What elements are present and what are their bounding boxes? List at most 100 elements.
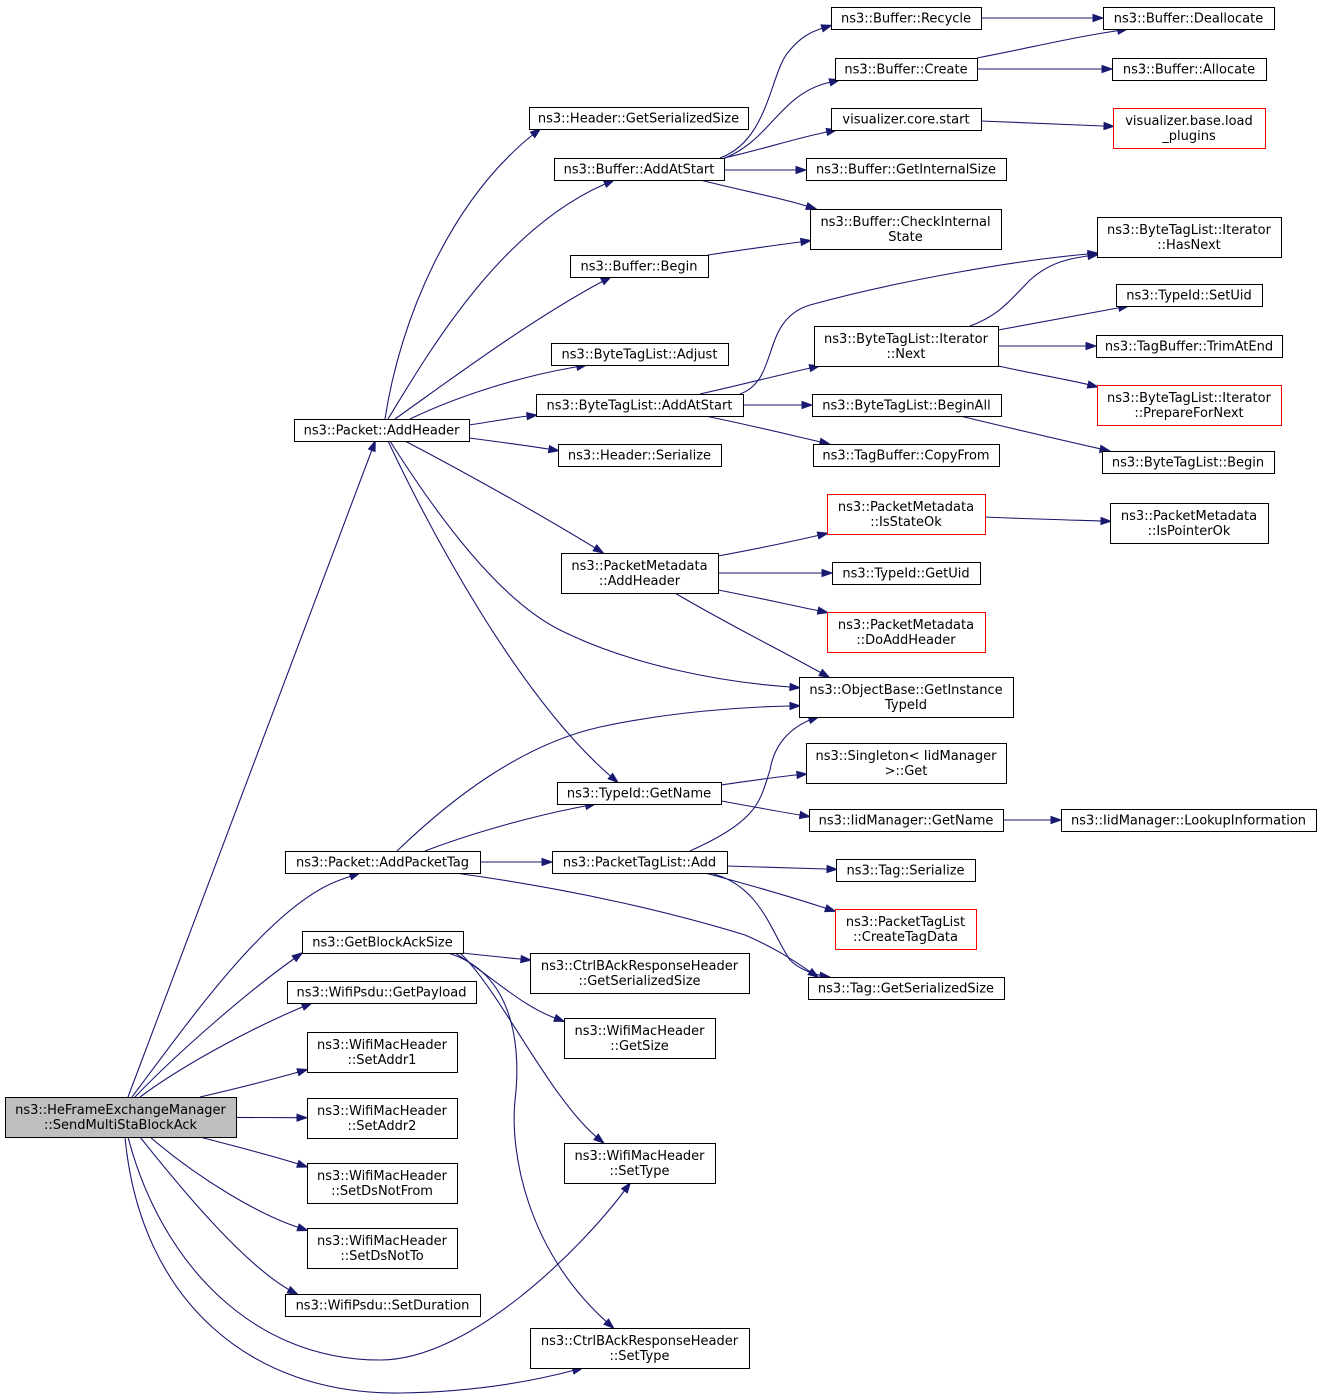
node-label-line: >::Get [885,764,928,779]
node-ns3-packetmetadata-ispointerok[interactable]: ns3::PacketMetadata::IsPointerOk [1110,503,1269,544]
node-ns3-packettaglist-add[interactable]: ns3::PacketTagList::Add [552,851,728,874]
node-label-line: ::PrepareForNext [1134,406,1243,421]
node-ns3-wifimacheader-setdsnotto[interactable]: ns3::WifiMacHeader::SetDsNotTo [307,1228,458,1269]
node-ns3-wifimacheader-settype[interactable]: ns3::WifiMacHeader::SetType [564,1143,716,1184]
node-ns3-buffer-begin[interactable]: ns3::Buffer::Begin [570,255,709,278]
node-box [551,343,729,366]
node-ns3-buffer-addatstart[interactable]: ns3::Buffer::AddAtStart [554,158,725,181]
node-ns3-wifimacheader-getsize[interactable]: ns3::WifiMacHeader::GetSize [564,1018,716,1059]
node-ns3-buffer-create[interactable]: ns3::Buffer::Create [835,58,978,81]
node-ns3-tagbuffer-trimatend[interactable]: ns3::TagBuffer::TrimAtEnd [1096,335,1283,358]
node-box [285,851,481,874]
node-ns3-packet-addpackettag[interactable]: ns3::Packet::AddPacketTag [285,851,481,874]
node-ns3-bytetaglist-addatstart[interactable]: ns3::ByteTagList::AddAtStart [536,394,744,417]
node-ns3-iidmanager-lookupinformation[interactable]: ns3::IidManager::LookupInformation [1061,809,1317,832]
node-ns3-tag-getserializedsize[interactable]: ns3::Tag::GetSerializedSize [808,977,1005,1000]
node-ns3-header-getserializedsize[interactable]: ns3::Header::GetSerializedSize [529,107,749,130]
node-ns3-bytetaglist-iterator-hasnext[interactable]: ns3::ByteTagList::Iterator::HasNext [1097,217,1282,258]
node-ns3-ctrlbackresponseheader-getserializedsize[interactable]: ns3::CtrlBAckResponseHeader::GetSerializ… [530,953,750,994]
node-label-line: ns3::PacketMetadata [838,618,974,633]
node-visualizer-core-start[interactable]: visualizer.core.start [831,108,982,131]
node-label-line: ns3::TagBuffer::TrimAtEnd [1105,340,1273,355]
node-ns3-bytetaglist-begin[interactable]: ns3::ByteTagList::Begin [1102,451,1275,474]
node-ns3-packettaglist-createtagdata[interactable]: ns3::PacketTagList::CreateTagData [835,909,977,950]
node-ns3-singleton-iidmanager-get[interactable]: ns3::Singleton< IidManager >::Get [806,743,1007,784]
arrowhead [296,1159,309,1168]
edge-line [447,952,611,1326]
edge-n1-to-n16 [404,440,605,554]
node-box [813,444,1000,467]
edge-n11-to-n26 [724,165,808,175]
node-label-line: ns3::Packet::AddPacketTag [296,856,469,871]
edge-line [720,800,802,816]
node-ns3-buffer-getinternalsize[interactable]: ns3::Buffer::GetInternalSize [806,158,1007,181]
node-box [831,108,982,131]
node-box [827,494,986,535]
node-box [1103,7,1275,30]
node-box [810,209,1002,250]
arrowhead [1085,341,1098,351]
edge-line [384,132,536,420]
node-label-line: ::IsStateOk [870,515,942,530]
node-label-line: ns3::TypeId::GetUid [842,567,969,582]
node-ns3-bytetaglist-iterator-preparefornext[interactable]: ns3::ByteTagList::Iterator::PrepareForNe… [1097,385,1282,426]
node-ns3-buffer-deallocate[interactable]: ns3::Buffer::Deallocate [1103,7,1275,30]
node-ns3-tag-serialize[interactable]: ns3::Tag::Serialize [836,859,976,882]
node-box [307,1032,458,1073]
edge-line [404,440,601,552]
edge-line [134,957,296,1098]
node-ns3-typeid-getname[interactable]: ns3::TypeId::GetName [557,782,722,805]
node-ns3-buffer-recycle[interactable]: ns3::Buffer::Recycle [831,7,982,30]
node-label-line: ::SetAddr1 [348,1053,417,1068]
node-ns3-wifimacheader-setaddr2[interactable]: ns3::WifiMacHeader::SetAddr2 [307,1098,458,1139]
edge-n3-to-n19 [462,952,533,964]
node-label-line: ns3::Buffer::GetInternalSize [816,163,996,178]
node-label-line: ns3::Buffer::CheckInternal [820,215,990,230]
edge-n31-to-n48 [984,516,1113,526]
node-label-line: ns3::IidManager::GetName [819,814,994,829]
arrowhead [795,165,808,175]
node-ns3-typeid-getuid[interactable]: ns3::TypeId::GetUid [832,562,981,585]
edge-line [969,254,1096,327]
edge-line [468,437,551,450]
node-ns3-tagbuffer-copyfrom[interactable]: ns3::TagBuffer::CopyFrom [813,444,1000,467]
node-ns3-ctrlbackresponseheader-settype[interactable]: ns3::CtrlBAckResponseHeader::SetType [530,1328,750,1369]
node-ns3-wifipsdu-setduration[interactable]: ns3::WifiPsdu::SetDuration [285,1294,481,1317]
node-ns3-bytetaglist-beginall[interactable]: ns3::ByteTagList::BeginAll [812,394,1002,417]
node-label-line: ns3::Header::Serialize [568,449,711,464]
node-label-line: visualizer.core.start [842,113,969,128]
node-box [831,7,982,30]
node-box [554,158,725,181]
node-ns3-packet-addheader[interactable]: ns3::Packet::AddHeader [294,419,470,442]
arrowhead [805,201,818,211]
node-ns3-wifimacheader-setaddr1[interactable]: ns3::WifiMacHeader::SetAddr1 [307,1032,458,1073]
node-label-line: ::GetSerializedSize [578,974,700,989]
edge-n1-to-n34 [389,440,802,692]
node-ns3-getblockacksize[interactable]: ns3::GetBlockAckSize [302,931,464,954]
node-label-line: ns3::TypeId::GetName [567,787,711,802]
node-ns3-wifipsdu-getpayload[interactable]: ns3::WifiPsdu::GetPayload [287,981,477,1004]
node-ns3-wifimacheader-setdsnotfrom[interactable]: ns3::WifiMacHeader::SetDsNotFrom [307,1163,458,1204]
node-box [294,419,470,442]
arrowhead [789,682,802,692]
node-visualizer-base-load-plugins[interactable]: visualizer.base.load_plugins [1113,108,1266,149]
node-ns3-bytetaglist-iterator-next[interactable]: ns3::ByteTagList::Iterator::Next [814,326,999,367]
node-ns3-packetmetadata-isstateok[interactable]: ns3::PacketMetadata::IsStateOk [827,494,986,535]
edge-n0-to-n3 [134,951,304,1098]
node-ns3-heframeexchangemanager-sendmultistablockack[interactable]: ns3::HeFrameExchangeManager::SendMultiSt… [5,1097,237,1138]
node-box [1102,451,1275,474]
node-ns3-bytetaglist-adjust[interactable]: ns3::ByteTagList::Adjust [551,343,729,366]
edge-n1-to-n15 [468,437,561,454]
node-ns3-packetmetadata-addheader[interactable]: ns3::PacketMetadata::AddHeader [561,553,719,594]
node-ns3-header-serialize[interactable]: ns3::Header::Serialize [558,444,722,467]
node-label-line: ns3::Packet::AddHeader [304,424,460,439]
node-label-line: State [888,230,922,245]
node-ns3-buffer-allocate[interactable]: ns3::Buffer::Allocate [1112,58,1267,81]
node-ns3-packetmetadata-doaddheader[interactable]: ns3::PacketMetadata::DoAddHeader [827,612,986,653]
edge-line [724,81,832,159]
node-ns3-iidmanager-getname[interactable]: ns3::IidManager::GetName [809,809,1004,832]
node-label-line: ::CreateTagData [853,930,958,945]
node-ns3-typeid-setuid[interactable]: ns3::TypeId::SetUid [1116,284,1263,307]
